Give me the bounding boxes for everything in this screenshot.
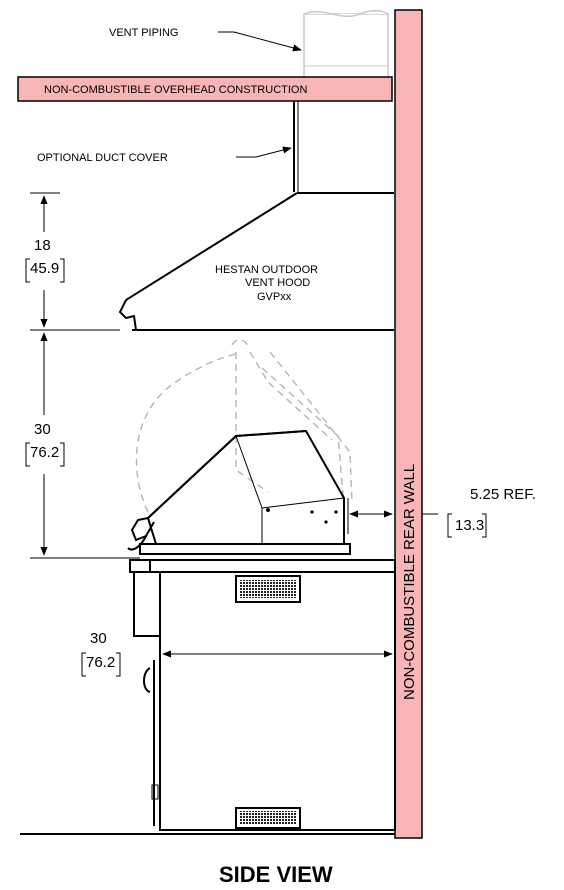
hood-height-bracket-r [60, 258, 65, 283]
rear-gap-in: 5.25 REF. [470, 486, 536, 503]
drawing-title: SIDE VIEW [219, 862, 333, 887]
clearance-cm: 76.2 [30, 444, 59, 461]
rear-wall-label: NON-COMBUSTIBLE REAR WALL [401, 464, 418, 700]
hood-label-2: VENT HOOD [245, 277, 310, 289]
cart-depth-in: 30 [90, 630, 107, 647]
rear-gap-bracket-r [482, 513, 487, 538]
cart-depth-bracket-l [81, 652, 86, 677]
grill [127, 429, 351, 555]
hood-height-cm: 45.9 [30, 260, 59, 277]
clearance-bracket-r [60, 442, 65, 467]
rear-gap-bracket-l [447, 513, 452, 538]
hood-height-bracket-l [25, 258, 30, 283]
cart-depth-cm: 76.2 [86, 654, 115, 671]
hood-label-1: HESTAN OUTDOOR [215, 264, 318, 276]
clearance-bracket-l [25, 442, 30, 467]
clearance-in: 30 [34, 421, 51, 438]
rear-wall [394, 9, 423, 839]
rear-gap-cm: 13.3 [455, 517, 484, 534]
lower-vent-grille [240, 811, 296, 824]
duct-cover-leader [236, 146, 292, 158]
vent-piping [303, 9, 389, 81]
overhead-label: NON-COMBUSTIBLE OVERHEAD CONSTRUCTION [44, 84, 307, 96]
vent-hood [118, 192, 394, 331]
hood-label-3: GVPxx [257, 291, 292, 303]
duct-cover [293, 101, 299, 192]
overhead-construction [17, 76, 393, 102]
duct-cover-label: OPTIONAL DUCT COVER [37, 152, 168, 164]
vent-piping-leader [218, 31, 302, 52]
cart-depth-bracket-r [116, 652, 121, 677]
grill-cart [20, 559, 396, 835]
hood-height-in: 18 [34, 237, 51, 254]
upper-vent-grille [240, 580, 296, 598]
vent-piping-label: VENT PIPING [109, 27, 178, 39]
grill-lid-open-ghost [135, 339, 353, 513]
